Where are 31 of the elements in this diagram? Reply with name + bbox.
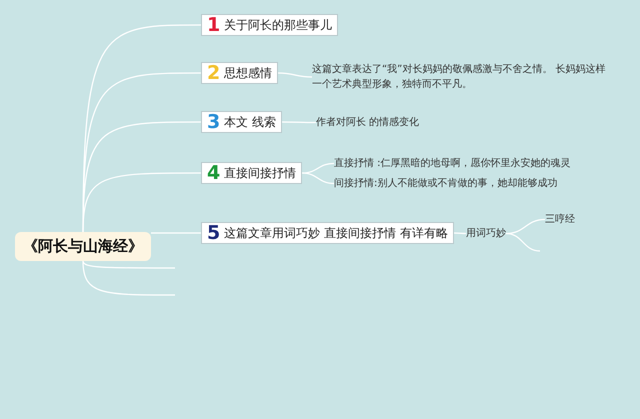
topic-label: 关于阿长的那些事儿 [224,17,332,34]
topic-box [201,14,338,36]
topic-box [201,62,278,84]
topic-label: 这篇文章用词巧妙 直接间接抒情 有详有略 [224,225,448,242]
topic-number: 3 [207,112,220,132]
branch-line [82,172,201,232]
branch-line [506,232,540,252]
branch-line [151,232,201,234]
branch-line [82,260,175,269]
topic-label: 本文 线索 [224,114,276,131]
subtopic-text: 三哼经 [545,212,575,227]
subtopic-text: 作者对阿长 的情感变化 [316,115,420,130]
topic-label: 思想感情 [224,65,272,82]
subtopic-text: 用词巧妙 [466,226,506,241]
topic-label: 直接间接抒情 [224,165,296,182]
branch-line [278,72,312,78]
topic-number: 4 [207,164,220,182]
branch-line [282,121,316,124]
topic-number: 2 [207,64,220,82]
topic-number: 1 [207,16,220,34]
root-topic-box: 《阿长与山海经》 [15,232,151,260]
branch-line [82,260,175,296]
topic-box [201,111,282,133]
topic-box [201,162,302,184]
subtopic-text: 这篇文章表达了“我”对长妈妈的敬佩感激与不舍之情。 长妈妈这样一个艺术典型形象，独特而不平凡。 [312,62,612,92]
branch-line [454,232,466,234]
topic-box [201,222,454,244]
subtopic-text: 直接抒情 :仁厚黑暗的地母啊，愿你怀里永安她的魂灵 [334,156,571,171]
branch-line [302,172,334,184]
topic-number: 5 [207,224,220,242]
subtopic-text: 间接抒情:别人不能做或不肯做的事，她却能够成功 [334,176,558,191]
